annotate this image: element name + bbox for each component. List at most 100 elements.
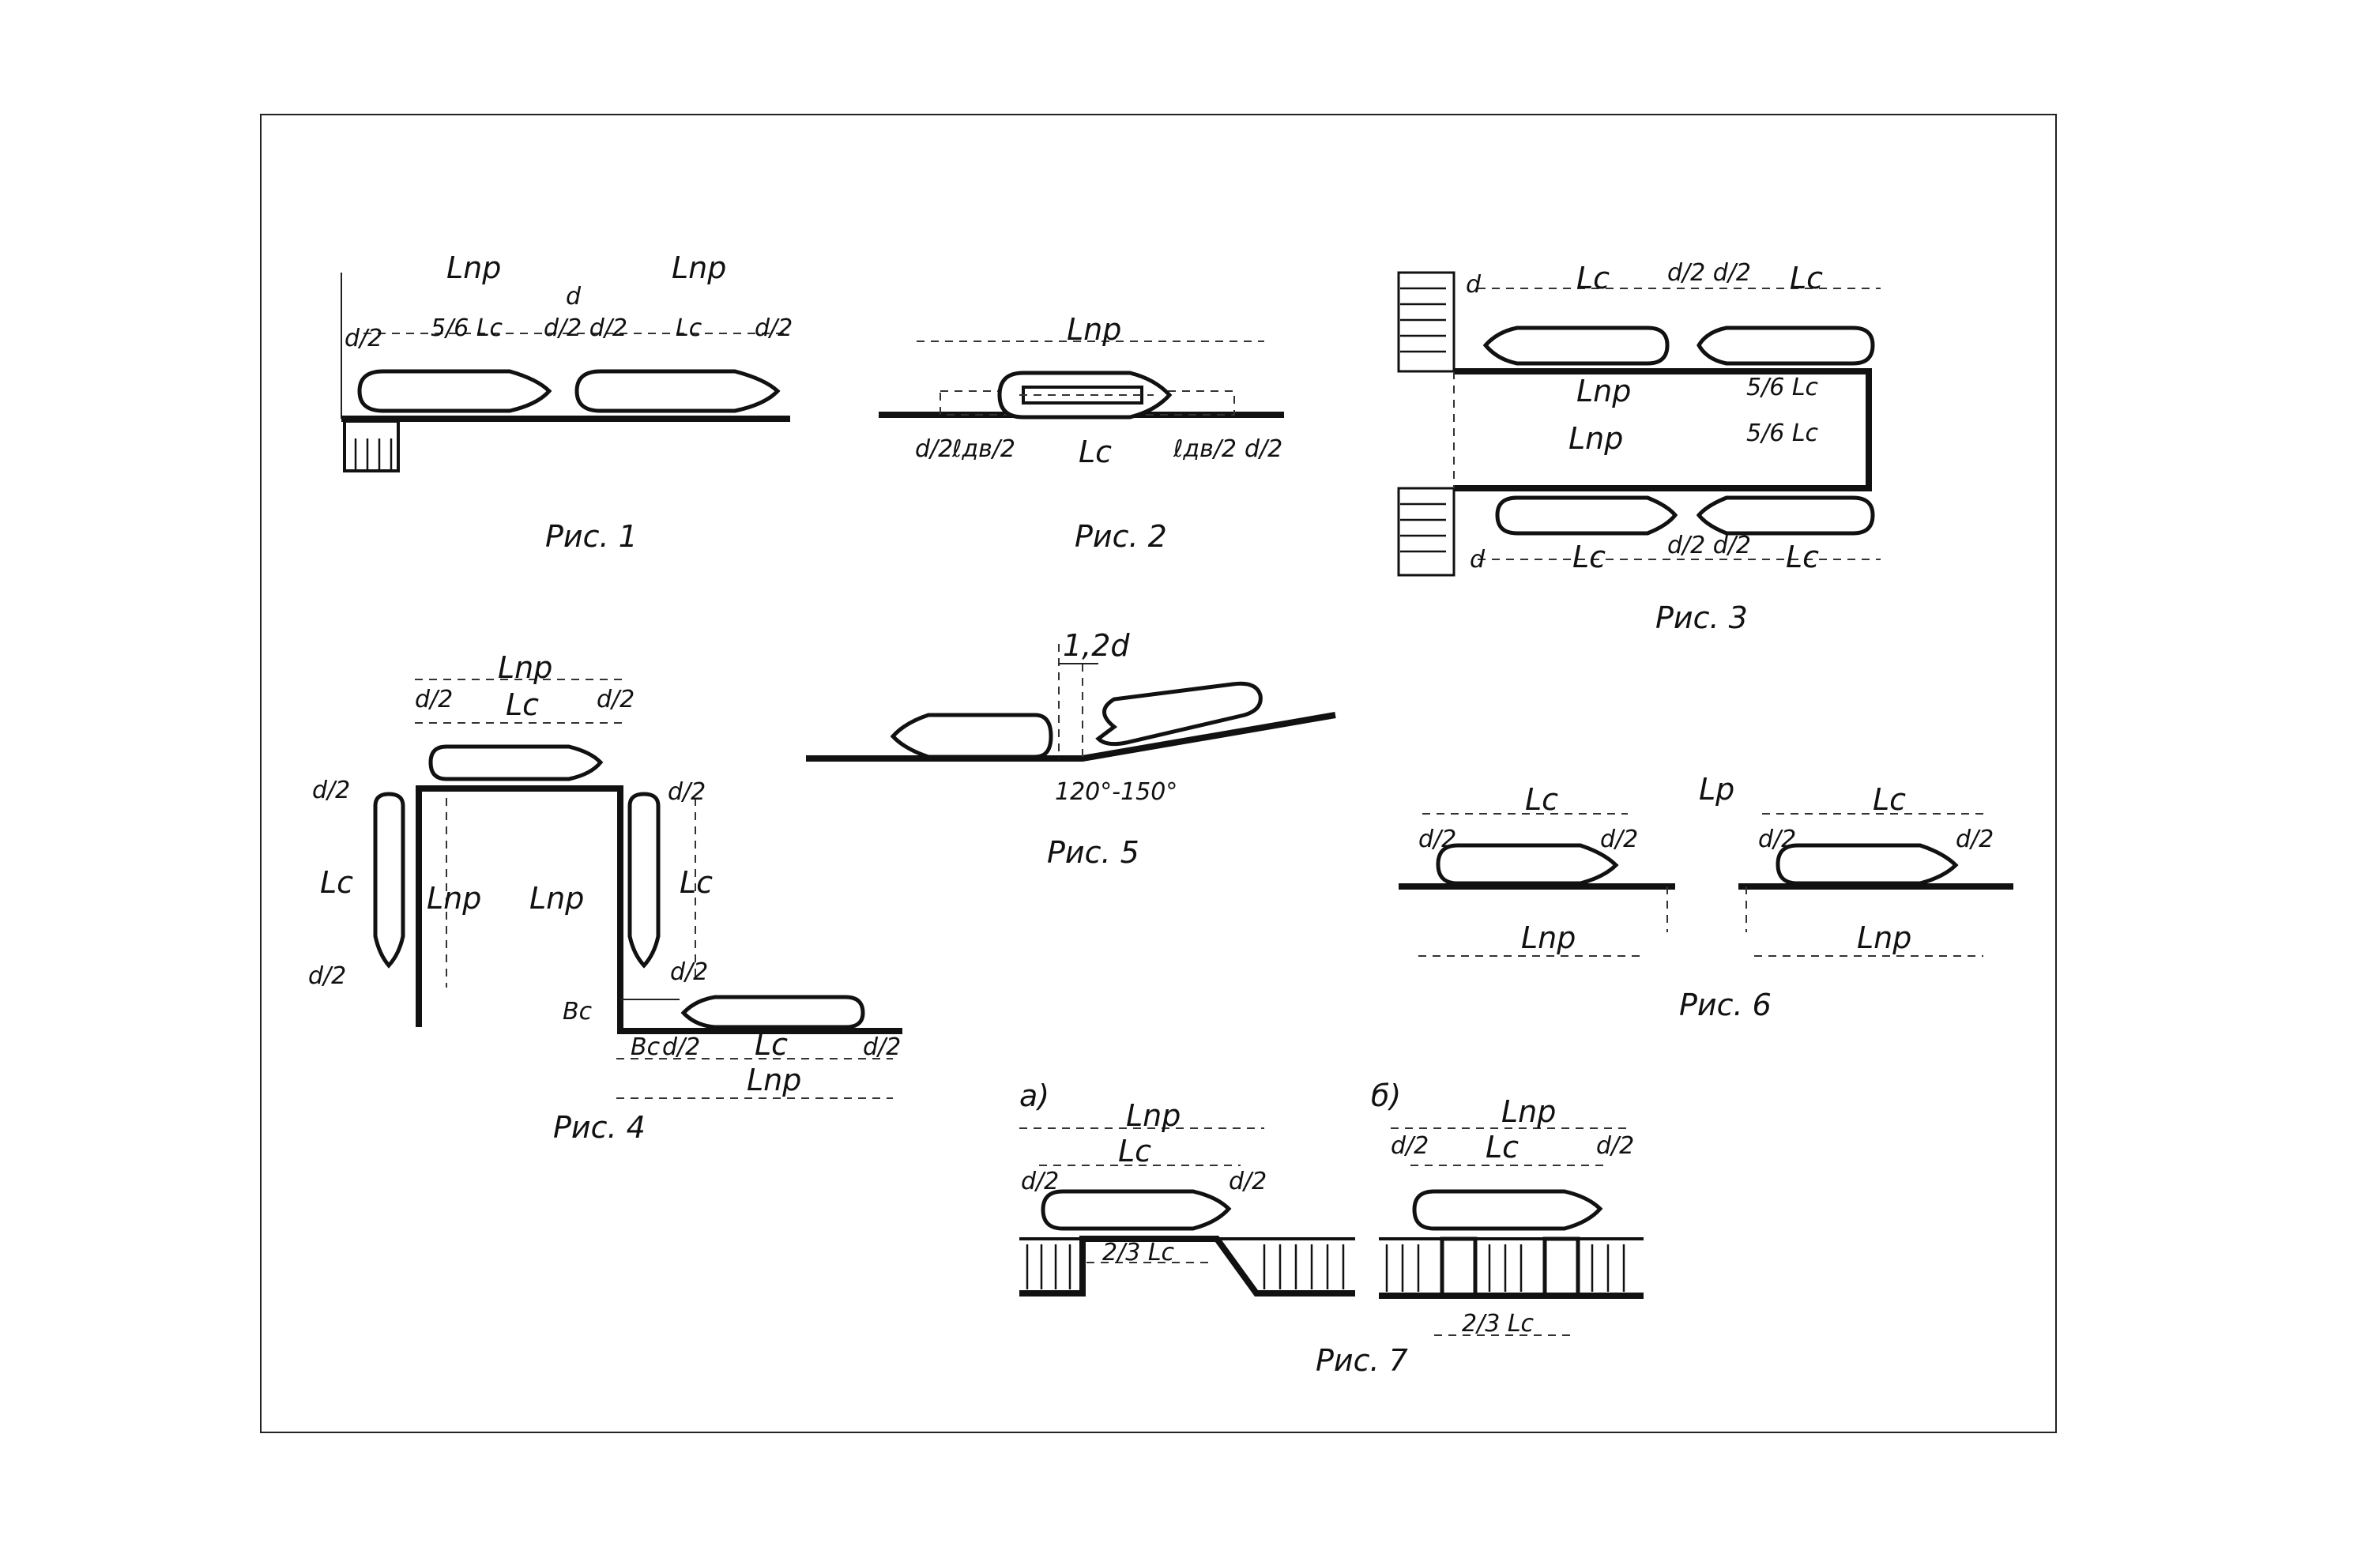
lc-label: Lc [1486,1130,1519,1165]
lc-label: Lc [680,865,713,900]
lnp-label: Lnp [427,881,481,916]
bc-label: Bc [563,998,593,1026]
lnp-label: Lnp [1501,1094,1556,1129]
lc-label: Lc [755,1027,788,1062]
lc-label: Lc [1525,782,1558,817]
lnp-label: Lnp [446,250,501,285]
lc-label: Lc [1786,540,1819,574]
lnp-label: Lnp [1568,421,1623,456]
lnp-label: Lnp [529,881,584,916]
d-half-label: d/2 [415,686,453,713]
caption: Рис. 1 [545,519,638,554]
lc-label: Lc [1576,261,1610,295]
caption: Рис. 3 [1655,600,1748,635]
d-half-label: d/2 [1600,826,1638,853]
caption: Рис. 4 [553,1110,646,1145]
figure-7: а) Lnp Lc d/2 d/2 2/3 Lc б) Lnp Lc d/2 d… [1019,1078,1644,1378]
d-half-label: d/2 [863,1033,901,1061]
d-label: d [1466,271,1482,299]
caption: Рис. 7 [1316,1343,1408,1378]
sheet-frame [260,114,2057,1433]
d-half-pair-label: d/2 d/2 [1667,532,1751,559]
d-half-label: d/2 [1391,1132,1429,1160]
lc-label: Lc [1118,1134,1151,1169]
bc-label: Bc [631,1033,661,1061]
d-half-label: d/2 [1596,1132,1634,1160]
lc-label: Lc [1079,435,1112,469]
two-third-label: 2/3 Lc [1102,1239,1175,1266]
lnp-label: Lnp [747,1063,801,1097]
d-half-pair-label: d/2 d/2 [1667,259,1751,287]
quay-block [343,420,400,472]
d-half-label: d/2 [1418,826,1456,853]
lnp-label: Lnp [1857,920,1911,955]
vessel-hull [574,369,781,413]
lnp-label: Lnp [498,650,552,685]
lnp-label: Lnp [1067,312,1121,347]
vessel-hull [680,995,865,1029]
lnp-label: Lnp [1126,1098,1181,1133]
lc-label: Lc [1873,782,1906,817]
d-half-label: d/2 [1021,1168,1059,1195]
five-sixth-label: 5/6 Lc [1746,374,1819,401]
lp-label: Lp [1699,772,1734,807]
vessel-hull [627,792,661,969]
caption: Рис. 6 [1679,988,1772,1022]
lc-label: Lc [1572,540,1606,574]
five-sixth-label: 5/6 Lc [431,314,503,342]
clearance-height-label: 1,2d [1063,628,1130,663]
d-half-label: d/2 [1245,435,1282,463]
lc-label: Lc [676,314,702,342]
vessel-hull [357,369,552,413]
d-half-label: d/2 [1956,826,1994,853]
two-third-label: 2/3 Lc [1462,1310,1535,1338]
caption: Рис. 5 [1047,835,1139,870]
berth-gap-label: ℓдв/2 [1173,435,1237,463]
d-half-label: d/2 [308,962,346,990]
vessel-hull [1495,495,1678,536]
lnp-label: Lnp [1521,920,1576,955]
d-label: d [1470,546,1486,574]
vessel-hull [997,371,1173,420]
d-half-label: d/2 [1229,1168,1267,1195]
lnp-label: Lnp [1576,374,1631,408]
vessel-hull [428,744,604,781]
d-half-label: d/2 [312,777,350,804]
figure-5: 1,2d 120°-150° Рис. 5 [806,628,1336,870]
d-half-label: d/2 [668,778,706,806]
vessel-hull [1436,843,1619,886]
d-half-label: d/2 [1758,826,1796,853]
lc-label: Lc [506,687,539,722]
vessel-hull [1776,843,1959,886]
d-half-label: d/2 [597,686,635,713]
figure-6: Lc Lp Lc d/2 d/2 d/2 d/2 Lnp Lnp Рис. 6 [1399,772,2013,1022]
subfigure-label: б) [1371,1078,1401,1113]
figure-4: Lnp d/2 Lc d/2 d/2 Lc d/2 Lnp Lnp d/2 Lc… [308,650,902,1145]
d-half-label: d/2 [670,958,708,986]
d-half-label: d/2 [755,314,793,342]
vessel-hull [1482,326,1670,366]
vessel-hull [1696,495,1875,536]
caption: Рис. 2 [1075,519,1167,554]
d-half-label: d/2 [662,1033,700,1061]
vessel-hull [1697,326,1875,366]
figure-2: Lnp d/2 ℓдв/2 Lc ℓдв/2 d/2 Рис. 2 [879,312,1284,554]
vessel-hull [373,792,405,969]
vessel-hull [1412,1189,1603,1231]
lc-label: Lc [320,865,353,900]
figure-1: Lnp Lnp d d/2 5/6 Lc d/2 d/2 Lc d/2 Рис.… [341,250,793,554]
five-sixth-label: 5/6 Lc [1746,420,1819,447]
berth-gap-label: ℓдв/2 [951,435,1015,463]
vessel-hull [890,713,1053,759]
figure-3: d Lc d/2 d/2 Lc Lnp 5/6 Lc Lnp 5/6 Lc d … [1397,259,1881,635]
d-label: d [566,283,582,310]
d-half-label: d/2 [915,435,953,463]
vessel-hull [1095,681,1263,747]
d-half-label: d/2 [345,325,382,352]
vessel-hull [1041,1189,1232,1231]
subfigure-label: а) [1019,1078,1049,1113]
angle-label: 120°-150° [1055,778,1177,806]
d-half-pair-label: d/2 d/2 [544,314,627,342]
